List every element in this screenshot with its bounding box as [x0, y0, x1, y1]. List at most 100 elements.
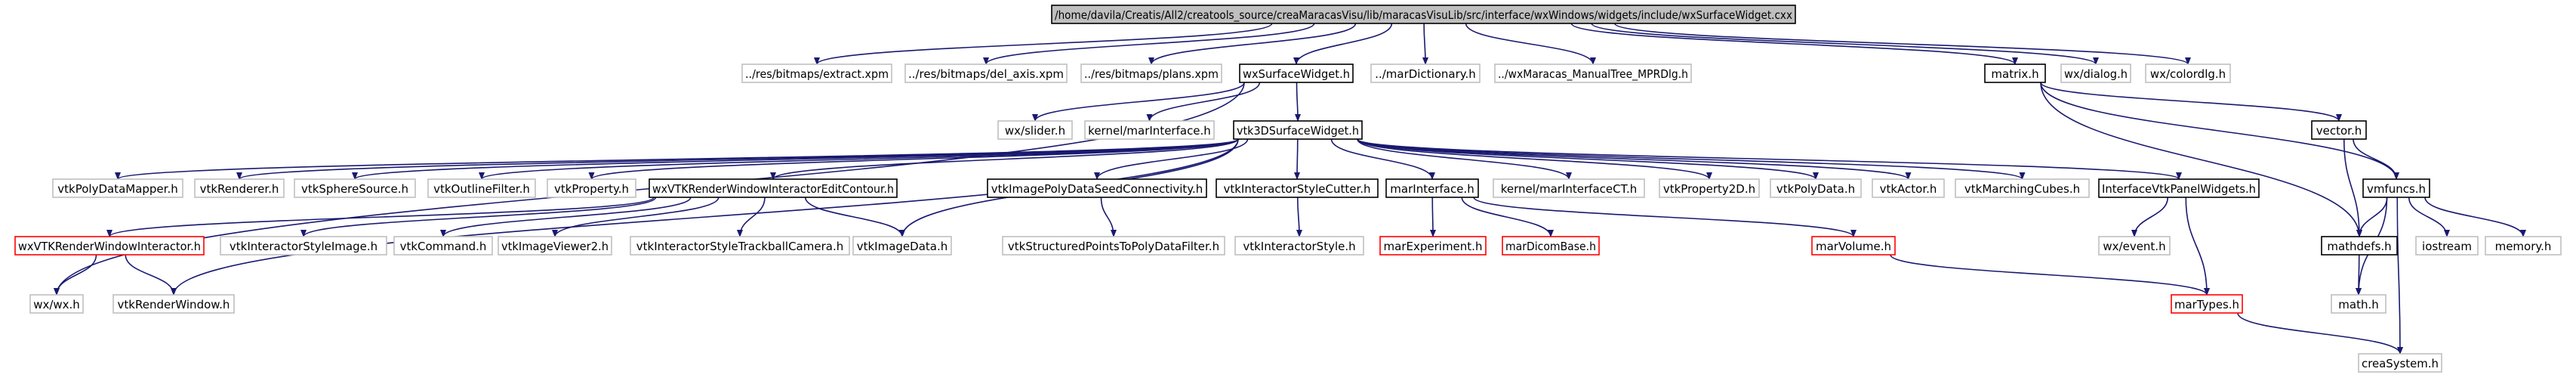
- node-label-wxslider: wx/slider.h: [1005, 124, 1065, 138]
- node-box-ifacepanel: [2098, 178, 2260, 198]
- node-label-imagedata: vtkImageData.h: [857, 240, 948, 253]
- node-plans: ../res/bitmaps/plans.xpm: [1080, 64, 1222, 83]
- node-box-wxevent: [2098, 236, 2171, 256]
- node-label-iostream: iostream: [2422, 240, 2472, 253]
- edge-wxvtkrwi-to-renderwin: [125, 254, 177, 296]
- node-root[interactable]: /home/davila/Creatis/All2/creatools_sour…: [1051, 5, 1796, 24]
- node-box-cutter: [1216, 178, 1379, 198]
- edge-root-to-wxsurf: [1293, 23, 1393, 65]
- node-marexp: marExperiment.h: [1379, 236, 1487, 256]
- node-label-kmarint: kernel/marInterface.h: [1088, 124, 1211, 138]
- node-label-wxcolordlg: wx/colordlg.h: [2150, 67, 2226, 81]
- node-matrix[interactable]: matrix.h: [1984, 64, 2046, 83]
- node-box-creasys: [2358, 353, 2442, 373]
- node-renderer: vtkRenderer.h: [194, 178, 285, 198]
- node-box-command: [393, 236, 493, 256]
- edge-marvolume-to-martypes: [1890, 254, 2210, 296]
- node-marvolume: marVolume.h: [1811, 236, 1896, 256]
- node-box-delaxis: [904, 64, 1068, 83]
- node-box-mathdefs: [2321, 236, 2398, 256]
- node-prop2d: vtkProperty2D.h: [1659, 178, 1760, 198]
- node-label-mardict: ../marDictionary.h: [1375, 67, 1476, 81]
- node-wxwx: wx/wx.h: [29, 294, 84, 314]
- edge-vmfuncs-to-memory: [2424, 197, 2526, 237]
- node-actor: vtkActor.h: [1872, 178, 1945, 198]
- edge-vtk3d-to-mcubes: [1357, 138, 2026, 180]
- node-label-marexp: marExperiment.h: [1384, 240, 1483, 253]
- node-marint[interactable]: marInterface.h: [1385, 178, 1479, 198]
- node-box-wxcolordlg: [2145, 64, 2231, 83]
- node-property: vtkProperty.h: [547, 178, 636, 198]
- edge-vtk3d-to-prop2d: [1357, 138, 1712, 180]
- node-iostream: iostream: [2415, 236, 2479, 256]
- node-seedconn[interactable]: vtkImagePolyDataSeedConnectivity.h: [987, 178, 1207, 198]
- node-box-mardicom: [1502, 236, 1600, 256]
- node-label-plans: ../res/bitmaps/plans.xpm: [1084, 67, 1219, 81]
- node-ifacepanel[interactable]: InterfaceVtkPanelWidgets.h: [2098, 178, 2260, 198]
- node-vmfuncs[interactable]: vmfuncs.h: [2362, 178, 2430, 198]
- node-box-istyle: [1234, 236, 1364, 256]
- node-box-polymapper: [52, 178, 183, 198]
- node-contour[interactable]: wxVTKRenderWindowInteractorEditContour.h: [649, 178, 898, 198]
- node-vector[interactable]: vector.h: [2311, 120, 2367, 140]
- node-istyle: vtkInteractorStyle.h: [1234, 236, 1364, 256]
- edge-ifacepanel-to-martypes: [2185, 197, 2210, 296]
- node-label-vmfuncs: vmfuncs.h: [2367, 182, 2426, 196]
- node-box-contour: [649, 178, 898, 198]
- node-structpts: vtkStructuredPointsToPolyDataFilter.h: [1002, 236, 1225, 256]
- node-wxsurf[interactable]: wxSurfaceWidget.h: [1239, 64, 1354, 83]
- edge-contour-to-styleimage: [300, 197, 657, 237]
- edge-root-to-mardict: [1422, 23, 1428, 65]
- node-label-wxvtkrwi: wxVTKRenderWindowInteractor.h: [18, 240, 201, 253]
- node-wxevent: wx/event.h: [2098, 236, 2171, 256]
- node-label-ifacepanel: InterfaceVtkPanelWidgets.h: [2102, 182, 2256, 196]
- edge-matrix-to-vmfuncs: [2040, 82, 2399, 180]
- edge-vmfuncs-to-creasys: [2396, 197, 2403, 355]
- node-box-mcubes: [1955, 178, 2090, 198]
- node-label-creasys: creaSystem.h: [2362, 357, 2439, 370]
- node-wxcolordlg: wx/colordlg.h: [2145, 64, 2231, 83]
- node-label-contour: wxVTKRenderWindowInteractorEditContour.h: [652, 182, 894, 196]
- node-label-matrix: matrix.h: [1991, 67, 2038, 81]
- node-box-marvolume: [1811, 236, 1896, 256]
- node-label-viewer2: vtkImageViewer2.h: [501, 240, 609, 253]
- node-label-mathdefs: mathdefs.h: [2327, 240, 2391, 253]
- edge-vtk3d-to-outline: [479, 138, 1239, 180]
- node-label-martypes: marTypes.h: [2174, 298, 2239, 311]
- node-mathh: math.h: [2331, 294, 2386, 314]
- edge-matrix-to-mathdefs: [2040, 82, 2362, 237]
- node-box-wxslider: [997, 120, 1073, 140]
- node-cutter[interactable]: vtkInteractorStyleCutter.h: [1216, 178, 1379, 198]
- node-label-structpts: vtkStructuredPointsToPolyDataFilter.h: [1008, 240, 1219, 253]
- node-outline: vtkOutlineFilter.h: [427, 178, 536, 198]
- node-vtk3d[interactable]: vtk3DSurfaceWidget.h: [1233, 120, 1363, 140]
- node-label-wxevent: wx/event.h: [2103, 240, 2165, 253]
- edge-contour-to-viewer2: [552, 197, 719, 237]
- node-box-polydata: [1770, 178, 1862, 198]
- node-label-memory: memory.h: [2495, 240, 2552, 253]
- node-box-matrix: [1984, 64, 2046, 83]
- edge-vtk3d-to-marint: [1330, 138, 1435, 180]
- node-viewer2: vtkImageViewer2.h: [498, 236, 612, 256]
- node-box-vmfuncs: [2362, 178, 2430, 198]
- edge-vtk3d-to-sphere: [352, 138, 1239, 180]
- node-mathdefs[interactable]: mathdefs.h: [2321, 236, 2398, 256]
- node-styleimage: vtkInteractorStyleImage.h: [220, 236, 387, 256]
- node-label-wxdialog: wx/dialog.h: [2064, 67, 2128, 81]
- edge-vtk3d-to-cutter: [1294, 138, 1301, 180]
- node-box-styleimage: [220, 236, 387, 256]
- node-label-extract: ../res/bitmaps/extract.xpm: [745, 67, 889, 81]
- edge-vtk3d-to-property: [588, 138, 1239, 180]
- node-box-wxwx: [29, 294, 84, 314]
- node-box-renderwin: [112, 294, 235, 314]
- node-box-viewer2: [498, 236, 612, 256]
- edge-contour-to-command: [440, 197, 692, 237]
- node-polydata: vtkPolyData.h: [1770, 178, 1862, 198]
- node-command: vtkCommand.h: [393, 236, 493, 256]
- node-label-actor: vtkActor.h: [1880, 182, 1937, 196]
- edge-vtk3d-to-polydata: [1357, 138, 1819, 180]
- node-wxslider: wx/slider.h: [997, 120, 1073, 140]
- edge-seedconn-to-structpts: [1100, 197, 1117, 237]
- edge-wxvtkrwi-to-wxwx: [54, 254, 97, 296]
